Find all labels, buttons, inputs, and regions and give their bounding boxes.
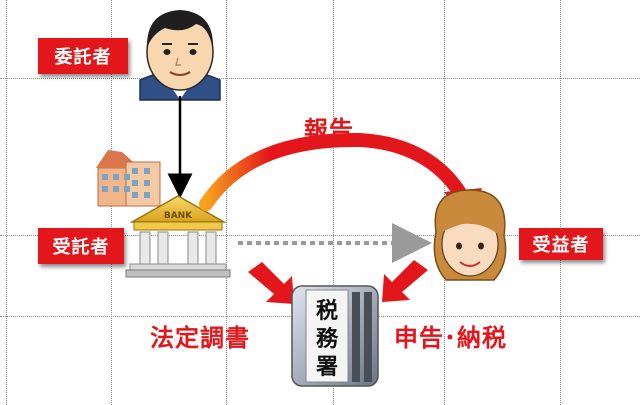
- trustee-label: 受託者: [38, 228, 124, 264]
- report-arrow: [199, 132, 469, 211]
- beneficiary-woman-icon: [433, 189, 507, 281]
- tax-office-char-2: 務: [316, 326, 339, 352]
- statutory-docs-label: 法定調書: [150, 324, 250, 352]
- filing-tax-label: 申告･納税: [394, 324, 507, 352]
- filing-tax-arrow: [382, 260, 428, 302]
- bank-sign: BANK: [164, 211, 193, 221]
- beneficiary-label: 受益者: [519, 228, 603, 260]
- tax-office-char-3: 署: [315, 354, 338, 380]
- statutory-docs-arrow: [248, 262, 294, 304]
- settlor-label: 委託者: [38, 38, 128, 74]
- report-label: 報告: [304, 116, 354, 144]
- settlor-man-icon: [139, 10, 221, 101]
- trustee-bank-icon: BANK: [125, 195, 231, 278]
- building-icon: [96, 150, 161, 207]
- tax-office-char-1: 税: [316, 298, 338, 324]
- tax-office-icon: 税 務 署: [291, 285, 379, 387]
